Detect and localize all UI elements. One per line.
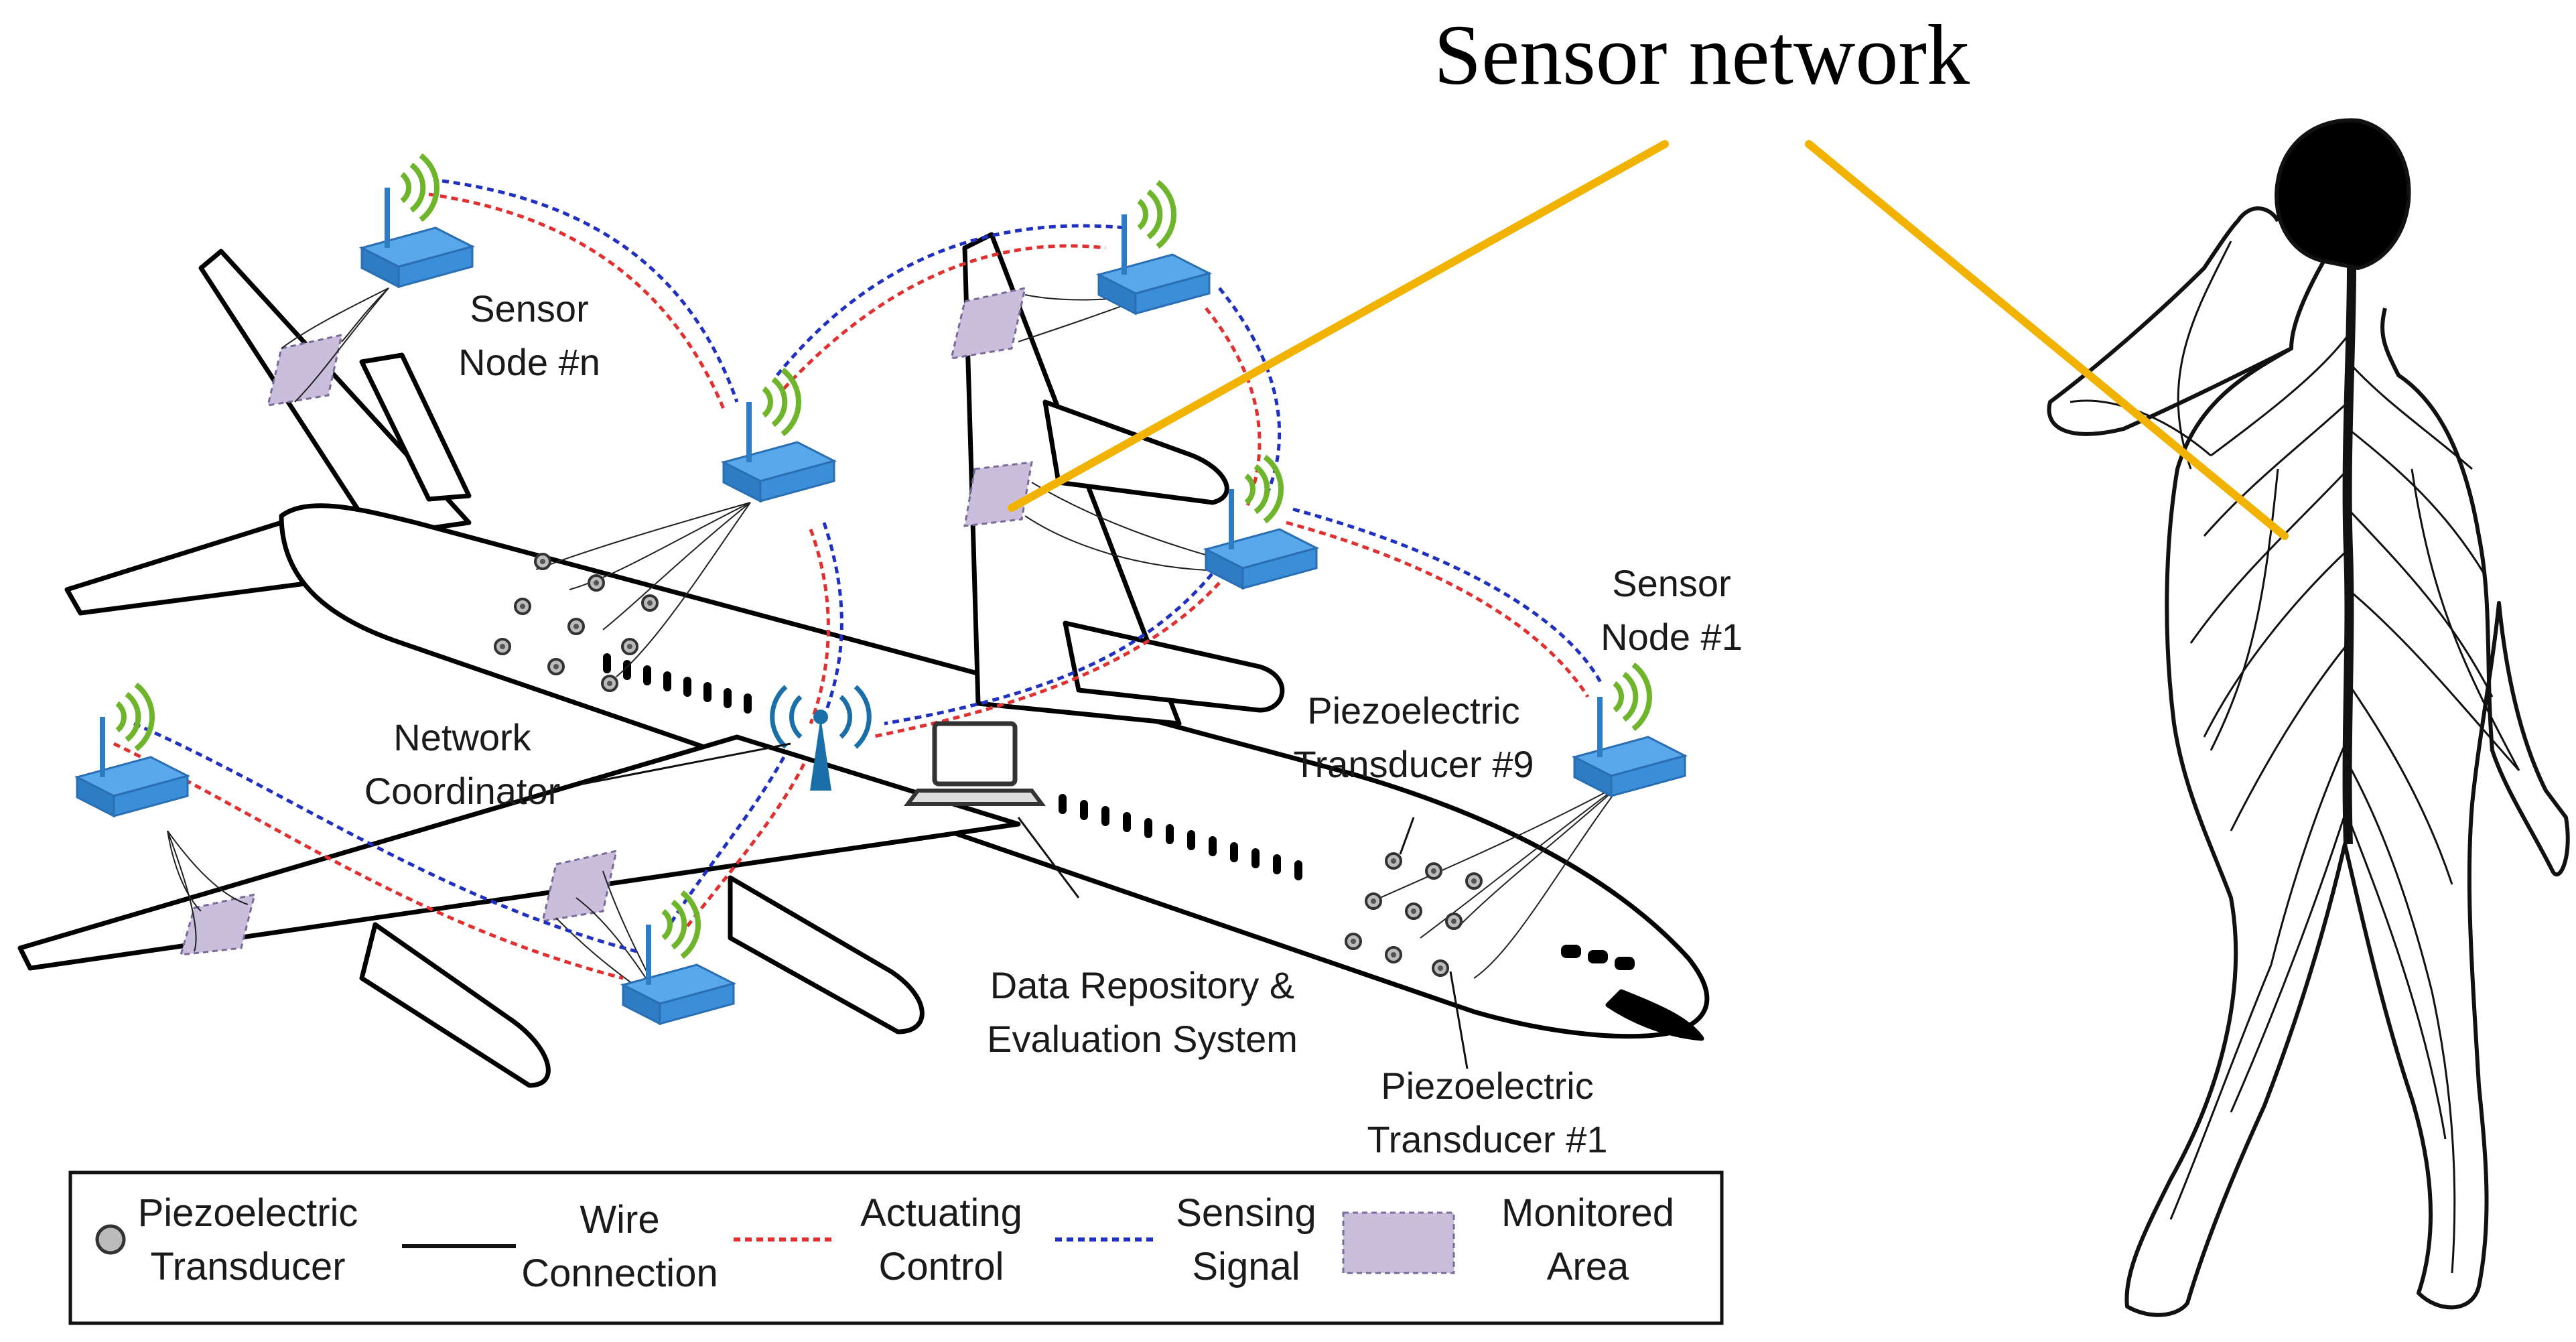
legend-piezo-symbol [95, 1224, 126, 1255]
monitored-areas [179, 287, 1033, 956]
label-data-repo-2: Evaluation System [987, 1018, 1298, 1060]
label-sensor-node-n-1: Sensor [470, 287, 588, 330]
label-piezo-9-2: Transducer #9 [1294, 743, 1534, 785]
antenna-icon [770, 685, 872, 791]
legend-wire-1: Wire [580, 1198, 659, 1242]
legend-area-2: Area [1547, 1245, 1629, 1288]
legend-sensing-2: Signal [1192, 1245, 1300, 1288]
diagram-title: Sensor network [1434, 7, 1970, 103]
label-piezo-1-2: Transducer #1 [1367, 1118, 1608, 1160]
laptop-icon [904, 721, 1046, 806]
sensor-node-icon [77, 685, 188, 816]
sensor-node-n-icon [362, 155, 472, 287]
legend-wire-2: Connection [521, 1252, 718, 1295]
human-nervous-system-illustration [2047, 118, 2570, 1317]
wire-connections [167, 287, 1622, 1006]
legend-area-symbol [1342, 1211, 1455, 1274]
legend-piezo-1: Piezoelectric [138, 1191, 358, 1235]
label-piezo-1-1: Piezoelectric [1381, 1065, 1593, 1107]
label-sensor-node-n-2: Node #n [458, 341, 600, 383]
label-sensor-node-1-1: Sensor [1612, 562, 1731, 604]
legend-actuating-1: Actuating [860, 1191, 1022, 1235]
airplane-illustration [17, 232, 1710, 1088]
label-piezo-9-1: Piezoelectric [1307, 689, 1519, 732]
label-network-coordinator-1: Network [393, 716, 531, 758]
sensor-node-1-icon [1574, 665, 1685, 796]
sensor-node-icon [1099, 182, 1209, 314]
label-sensor-node-1-2: Node #1 [1601, 616, 1743, 658]
diagram-labels: Sensor Node #n Sensor Node #1 Network Co… [364, 287, 1743, 1160]
legend-sensing-1: Sensing [1176, 1191, 1316, 1235]
legend-actuating-2: Control [879, 1245, 1004, 1288]
connector-lines [1008, 140, 2289, 540]
legend-area-1: Monitored [1501, 1191, 1674, 1235]
label-data-repo-1: Data Repository & [990, 964, 1294, 1006]
legend: Piezoelectric Transducer Wire Connection… [68, 1170, 1724, 1325]
airplane-windows [603, 653, 1635, 970]
legend-piezo-2: Transducer [150, 1245, 345, 1288]
label-network-coordinator-2: Coordinator [364, 770, 561, 812]
label-pointers [582, 742, 1469, 1069]
sensor-node-icon [724, 370, 834, 501]
